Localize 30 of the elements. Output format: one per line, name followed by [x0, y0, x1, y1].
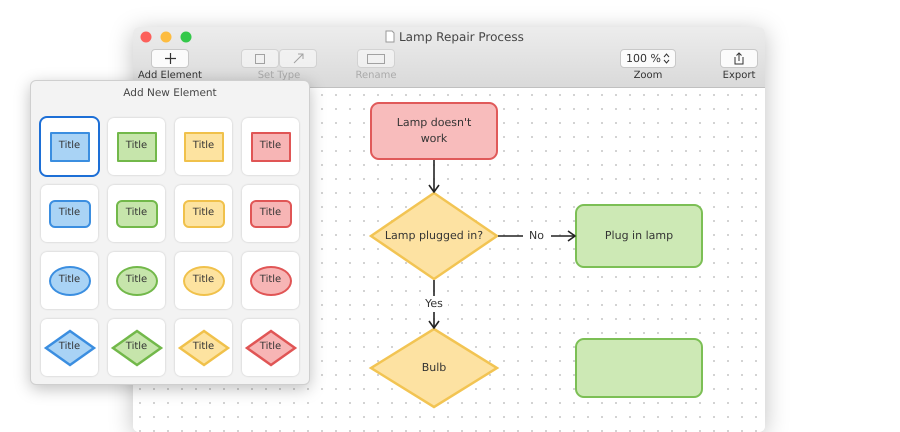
- ellipse-shape: Title: [250, 266, 292, 296]
- process-box: Title: [182, 200, 224, 228]
- process-box: Title: [184, 132, 224, 162]
- process-box: Title: [50, 132, 90, 162]
- edge-label: Yes: [420, 296, 448, 312]
- process-box: Title: [116, 132, 156, 162]
- decision-diamond: Lamp plugged in?: [370, 192, 498, 280]
- process-box: Plug in lamp: [575, 204, 703, 268]
- arrow: [428, 160, 440, 193]
- decision-diamond: Bulb: [370, 328, 498, 408]
- zoom-stepper: 100 %: [620, 49, 676, 68]
- process-box: Lamp doesn't work: [370, 102, 498, 160]
- decision-diamond: Title: [246, 330, 296, 366]
- process-box: [575, 338, 703, 398]
- ellipse-shape: Title: [182, 266, 224, 296]
- toolbar-label: Export: [722, 70, 756, 81]
- process-box: Title: [250, 200, 292, 228]
- decision-diamond: Title: [178, 330, 228, 366]
- process-box: Title: [48, 200, 90, 228]
- decision-diamond: Title: [112, 330, 162, 366]
- process-box: Title: [250, 132, 290, 162]
- process-box: Title: [116, 200, 158, 228]
- decision-diamond: Title: [44, 330, 94, 366]
- window-title: Lamp Repair Process: [399, 30, 524, 44]
- ellipse-shape: Title: [116, 266, 158, 296]
- element-palette-panel: [30, 80, 310, 385]
- toolbar-label: Zoom: [632, 70, 664, 81]
- toolbar-label: Add Element: [137, 70, 203, 81]
- panel-heading: Add New Element: [122, 87, 218, 99]
- ellipse-shape: Title: [48, 266, 90, 296]
